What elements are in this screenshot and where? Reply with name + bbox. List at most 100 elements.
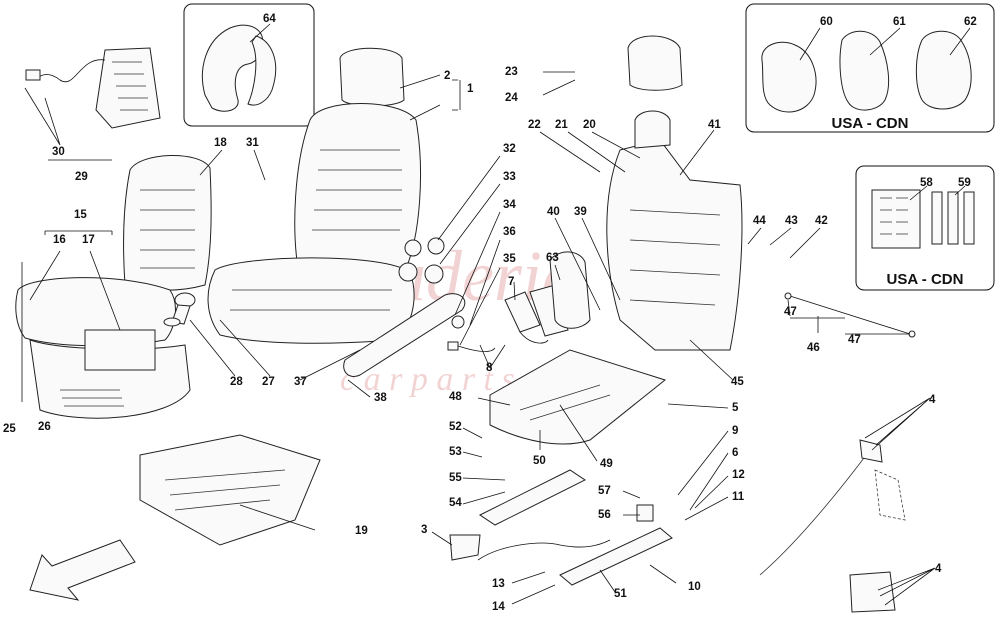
callout-label: 54 [449,497,462,509]
leader-13-14 [511,571,556,605]
callout-label: 8 [486,362,493,374]
leader-51 [599,569,616,593]
callout-label: 38 [374,392,387,404]
cover-36 [451,315,465,329]
callout-label: 3 [421,524,427,536]
leader-38 [347,379,371,398]
callout-label: 52 [449,421,462,433]
callout-label: 32 [503,143,516,155]
headrest-guide-20 [634,110,671,149]
callout-label: 1 [467,83,474,95]
callout-label: 27 [262,376,275,388]
tie-rod [784,292,916,338]
callout-label: 22 [528,119,541,131]
backrest-frame-springs [629,209,721,306]
callout-label: 12 [732,469,745,481]
knob-32-a [404,239,422,257]
callout-label: 46 [807,342,820,354]
leader-10 [649,564,677,584]
seat-shell [139,434,321,546]
callout-label: 16 [53,234,66,246]
callout-label: 57 [598,485,611,497]
callout-label: 30 [52,146,65,158]
bracket-46 [790,316,845,333]
leader-42-44 [747,227,821,259]
callout-label: 41 [708,119,721,131]
leader-47 [787,299,910,335]
side-trim-part [343,293,466,377]
callout-label: 10 [688,581,701,593]
seat-backrest-stitches [312,149,402,231]
leader-5 [667,403,729,409]
heating-element [25,47,161,129]
buckle-7 [504,291,541,333]
inset-box-pads: USA - CDN [855,165,995,291]
knob-33-a [398,262,418,282]
leader-23-24 [542,71,576,96]
callout-label: 62 [964,16,977,28]
leader-45 [689,339,734,381]
region-title-child-seats: USA - CDN [832,115,909,132]
leader-29-30 [24,87,112,161]
callout-label: 37 [294,376,307,388]
callout-label: 43 [785,215,798,227]
belt-guide [859,439,883,463]
callout-label: 18 [214,137,227,149]
leader-49 [559,404,598,462]
callout-label: 56 [598,509,611,521]
seat-backrest [294,103,421,281]
child-seat-60 [761,41,817,113]
inset-box-64 [183,3,315,127]
back-cushion-part [123,154,212,291]
leader-56-57 [622,490,641,516]
back-cushion-stitches [140,189,195,269]
callout-label: 19 [355,525,368,537]
leader-7 [513,281,516,301]
bracket-3 [449,534,481,561]
callout-label: 14 [492,601,505,613]
leader-60-62 [799,27,971,61]
callout-label: 15 [74,209,87,221]
leader-37 [299,349,361,381]
callout-label: 49 [600,458,613,470]
leader-63 [554,264,561,281]
pad-59-a [931,191,943,245]
leader-31 [253,149,266,181]
knob-base [163,317,181,327]
callout-label: 17 [82,234,95,246]
adjust-knobs [398,237,445,284]
leader-lines [21,23,971,606]
heating-wire [37,59,106,83]
heating-connector [25,69,41,81]
seat-shell-ribs [164,469,286,511]
seat-belt [759,439,906,613]
bracket-1 [452,79,461,111]
leader-52-55 [462,427,506,505]
callout-label: 50 [533,455,546,467]
belt-webbing [759,449,871,576]
callout-label: 13 [492,578,505,590]
seat-cushion-ribs [60,389,124,407]
callout-label: 64 [263,13,276,25]
callout-label: 47 [784,306,797,318]
callout-label: 5 [732,402,739,414]
leader-39-40 [554,217,621,311]
callout-label: 39 [574,206,587,218]
child-seat-62 [915,30,972,110]
heating-pad-lines [112,61,148,111]
leader-19 [239,504,316,531]
callout-label: 40 [547,206,560,218]
inset-box-child-seats: USA - CDN [745,3,995,133]
cable-35 [454,344,496,352]
child-seat-61 [839,30,890,111]
leader-8 [479,344,506,369]
motor-56 [636,504,654,522]
callout-label: 6 [732,447,738,459]
leader-2 [399,74,441,121]
callout-label: 23 [505,66,518,78]
back-cushion [123,154,212,291]
leader-18 [199,149,223,176]
complete-seat [207,47,421,344]
leader-4-top [864,397,931,451]
rod-end-47a [784,292,792,300]
